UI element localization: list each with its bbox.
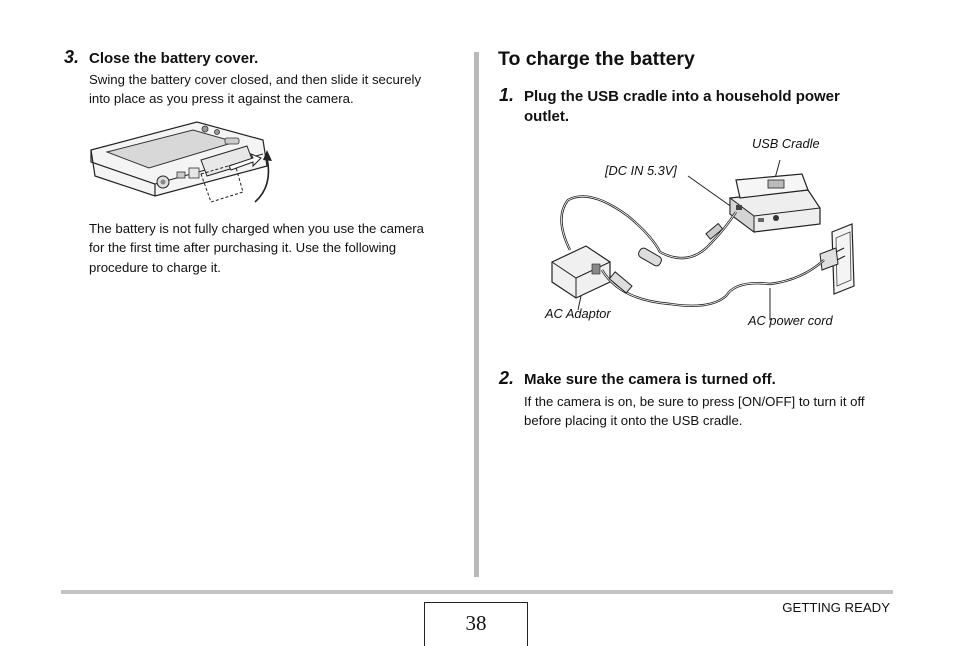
- column-divider: [474, 52, 479, 577]
- step-3-title: Close the battery cover.: [89, 50, 259, 67]
- wall-outlet-icon: [831, 223, 855, 295]
- charging-diagram: [551, 159, 855, 320]
- note-text-line-1: The battery is not fully charged when yo…: [89, 221, 424, 236]
- footer-rule: [61, 590, 893, 594]
- usb-cradle-label: USB Cradle: [752, 136, 820, 151]
- ac-connector-icon: [608, 271, 633, 294]
- camera-battery-cover-illustration: [90, 121, 272, 203]
- dc-in-label: [DC IN 5.3V]: [605, 163, 677, 178]
- step-2-text-line-1: If the camera is on, be sure to press [O…: [524, 394, 865, 409]
- step-2-text-line-2: before placing it onto the USB cradle.: [524, 413, 743, 428]
- page-number: 38: [424, 602, 528, 646]
- footer-section-title: GETTING READY: [782, 600, 890, 615]
- dc-in-leader: [687, 175, 737, 211]
- step-2-title: Make sure the camera is turned off.: [524, 371, 776, 388]
- step-1-number: 1.: [499, 85, 515, 105]
- ac-adaptor-label: AC Adaptor: [545, 306, 611, 321]
- power-plug-icon: [819, 247, 846, 271]
- step-3-text-line-1: Swing the battery cover closed, and then…: [89, 72, 422, 87]
- step-1-title-line-1: Plug the USB cradle into a household pow…: [524, 88, 840, 105]
- step-3-number: 3.: [64, 47, 80, 67]
- step-2-number: 2.: [499, 368, 515, 388]
- usb-cradle-icon: [729, 173, 821, 233]
- ac-adaptor-icon: [551, 245, 611, 299]
- note-text-line-3: procedure to charge it.: [89, 260, 221, 275]
- ac-power-cord-label: AC power cord: [748, 313, 833, 328]
- dc-plug-icon: [705, 222, 724, 240]
- step-1-title-line-2: outlet.: [524, 108, 569, 125]
- section-heading: To charge the battery: [498, 48, 695, 70]
- note-text-line-2: for the first time after purchasing it. …: [89, 240, 397, 255]
- step-3-text-line-2: into place as you press it against the c…: [89, 91, 354, 106]
- ferrite-core-icon: [638, 247, 662, 267]
